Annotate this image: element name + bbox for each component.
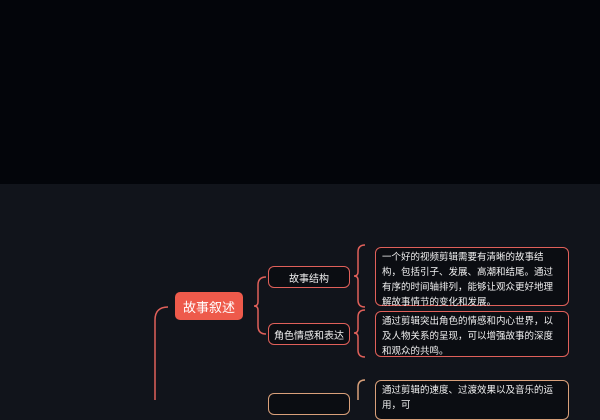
child-node-character-emotion[interactable]: 角色情感和表达 [268,323,350,345]
detail-node-character-emotion[interactable]: 通过剪辑突出角色的情感和内心世界，以及人物关系的呈现，可以增强故事的深度和观众的… [375,311,569,357]
root-children-bracket [253,276,267,335]
detail-bracket-2 [353,309,366,358]
detail-bracket-1 [353,244,366,308]
detail-bracket-3 [357,379,366,400]
connector-brackets [154,244,366,400]
main-bracket [154,306,169,400]
child-node-story-structure[interactable]: 故事结构 [268,266,350,288]
detail-node-3[interactable]: 通过剪辑的速度、过渡效果以及音乐的运用，可 [375,380,569,420]
top-dark-area [0,0,600,184]
root-node[interactable]: 故事叙述 [175,292,243,320]
detail-node-story-structure[interactable]: 一个好的视频剪辑需要有清晰的故事结构，包括引子、发展、高潮和结尾。通过有序的时间… [375,247,569,308]
child-node-3[interactable] [268,393,350,415]
